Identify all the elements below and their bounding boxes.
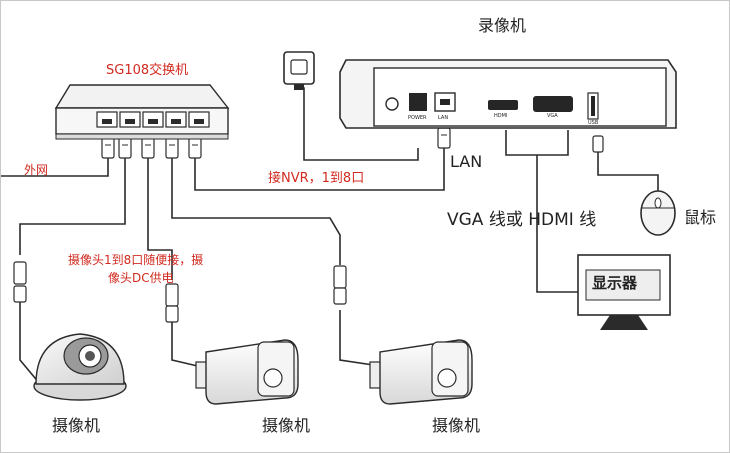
camera-label-dome: 摄像机 xyxy=(52,416,101,435)
power-adapter-icon xyxy=(283,51,315,90)
nvr-port-power: POWER xyxy=(408,115,427,121)
bullet-camera-icon xyxy=(369,339,473,405)
nvr-port-hdmi: HDMI xyxy=(494,113,508,119)
rj45-plugs xyxy=(13,127,451,323)
camera-note-line2: 像头DC供电 xyxy=(108,271,174,285)
bullet-camera-icon xyxy=(195,339,299,405)
cable-video xyxy=(505,130,569,156)
nvr-port-vga: VGA xyxy=(547,113,558,119)
cable-cam-1 xyxy=(19,156,126,255)
monitor-label: 显示器 xyxy=(592,274,638,292)
dome-camera-icon xyxy=(33,333,127,401)
cable-cam-2-down xyxy=(171,320,207,369)
cable-switch-to-nvr xyxy=(194,148,445,191)
cable-video-down xyxy=(536,155,578,293)
camera-label-bullet-1: 摄像机 xyxy=(262,416,311,435)
mouse-label: 鼠标 xyxy=(684,208,717,227)
external-net-label: 外网 xyxy=(24,163,49,177)
cable-cam-3-down xyxy=(339,310,381,367)
camera-label-bullet-2: 摄像机 xyxy=(432,416,481,435)
nvr-title: 录像机 xyxy=(478,16,527,35)
switch-title: SG108交换机 xyxy=(106,63,189,78)
monitor-icon xyxy=(577,254,671,330)
camera-note-line1: 摄像头1到8口随便接，摄 xyxy=(68,253,204,267)
lan-label: LAN xyxy=(450,152,483,171)
cable-mouse xyxy=(597,150,659,195)
cable-external xyxy=(0,156,109,177)
vga-hdmi-label: VGA 线或 HDMI 线 xyxy=(447,210,597,230)
connect-nvr-label: 接NVR，1到8口 xyxy=(268,171,365,186)
switch-device xyxy=(54,84,230,140)
cable-cam-3 xyxy=(171,156,341,265)
mouse-icon xyxy=(640,190,676,236)
nvr-device xyxy=(339,59,677,129)
nvr-port-usb: USB xyxy=(588,120,599,126)
nvr-port-lan: LAN xyxy=(438,115,449,121)
cable-cam-2 xyxy=(147,156,173,280)
